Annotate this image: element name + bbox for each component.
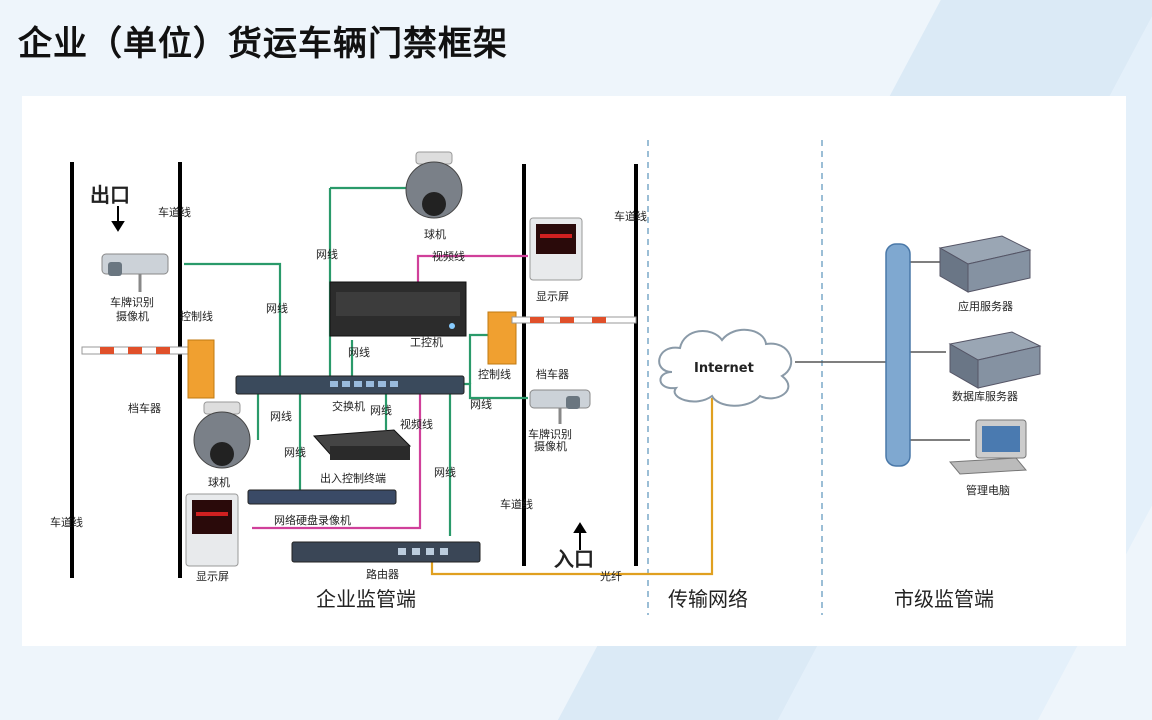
plate-camera-left-label: 摄像机 bbox=[116, 309, 149, 323]
section-label-city: 市级监管端 bbox=[894, 587, 994, 611]
plate-camera-right-label: 摄像机 bbox=[534, 439, 567, 453]
wire-label: 网线 bbox=[434, 465, 456, 479]
barrier-right-label: 档车器 bbox=[536, 367, 569, 381]
plate-camera-right-label: 车牌识别 bbox=[528, 427, 572, 441]
db-server-icon bbox=[948, 331, 1042, 389]
app-server-icon bbox=[938, 235, 1032, 293]
plate-camera-right-icon bbox=[529, 389, 591, 424]
wire-label: 网线 bbox=[284, 445, 306, 459]
dome-camera-bottom-label: 球机 bbox=[208, 475, 230, 489]
access-terminal-icon bbox=[312, 429, 412, 460]
barrier-box-right bbox=[487, 311, 517, 365]
switch-icon bbox=[235, 375, 465, 395]
ipc-label: 工控机 bbox=[410, 335, 443, 349]
entrance-arrow bbox=[573, 522, 587, 550]
router-icon bbox=[291, 541, 481, 563]
router-label: 路由器 bbox=[366, 567, 399, 581]
nvr-icon bbox=[247, 489, 397, 505]
wire-label: 视频线 bbox=[400, 417, 433, 431]
switch-label: 交换机 bbox=[332, 399, 365, 413]
plate-camera-left-icon bbox=[101, 253, 169, 292]
mgmt-pc-label: 管理电脑 bbox=[966, 483, 1010, 497]
industrial-pc-icon bbox=[329, 281, 467, 337]
dome-camera-bottom-icon bbox=[193, 401, 251, 469]
exit-label: 出口 bbox=[90, 183, 130, 207]
wire-label: 网线 bbox=[316, 247, 338, 261]
fiber-wire bbox=[430, 398, 714, 576]
dome-camera-top-label: 球机 bbox=[424, 227, 446, 241]
display-bottom-label: 显示屏 bbox=[196, 570, 229, 583]
barrier-arm-stripes bbox=[100, 347, 170, 354]
server-bus bbox=[885, 243, 911, 467]
section-label-transport: 传输网络 bbox=[668, 587, 748, 611]
exit-arrow bbox=[111, 206, 125, 232]
wire-label: 网线 bbox=[470, 397, 492, 411]
wire-label: 视频线 bbox=[432, 249, 465, 263]
nvr-label: 网络硬盘录像机 bbox=[274, 513, 351, 527]
internet-label: Internet bbox=[694, 361, 754, 376]
barrier-left-label: 档车器 bbox=[128, 401, 161, 415]
display-top-icon bbox=[529, 217, 583, 281]
access-terminal-label: 出入控制终端 bbox=[320, 471, 386, 485]
management-pc-icon bbox=[948, 419, 1028, 475]
video-wires bbox=[252, 254, 528, 530]
wire-label: 网线 bbox=[266, 301, 288, 315]
app-server-label: 应用服务器 bbox=[958, 299, 1013, 313]
db-server-label: 数据库服务器 bbox=[952, 389, 1018, 403]
entrance-label: 入口 bbox=[554, 547, 594, 571]
lane-label: 车道线 bbox=[50, 515, 83, 529]
barrier-arm-stripes bbox=[530, 317, 606, 323]
wire-label: 控制线 bbox=[180, 309, 213, 323]
lane-label: 车道线 bbox=[500, 497, 533, 511]
barrier-box-left bbox=[187, 339, 215, 399]
page-title: 企业（单位）货运车辆门禁框架 bbox=[18, 24, 508, 64]
wire-label: 网线 bbox=[370, 403, 392, 417]
internet-cloud-icon bbox=[658, 328, 793, 407]
plate-camera-left-label: 车牌识别 bbox=[110, 295, 154, 309]
display-bottom-icon bbox=[185, 493, 239, 567]
display-top-label: 显示屏 bbox=[536, 290, 569, 303]
network-diagram: 出口 入口 车道线 车道线 车道线 车道线 车牌识别 摄像机 车牌识别 摄像机 … bbox=[50, 140, 1042, 615]
wire-label: 光纤 bbox=[600, 569, 622, 583]
section-label-enterprise: 企业监管端 bbox=[316, 587, 416, 611]
lane-label: 车道线 bbox=[614, 209, 647, 223]
lane-label: 车道线 bbox=[158, 205, 191, 219]
wire-label: 网线 bbox=[348, 345, 370, 359]
wire-label: 控制线 bbox=[478, 367, 511, 381]
wire-label: 网线 bbox=[270, 409, 292, 423]
dome-camera-top-icon bbox=[405, 151, 463, 219]
